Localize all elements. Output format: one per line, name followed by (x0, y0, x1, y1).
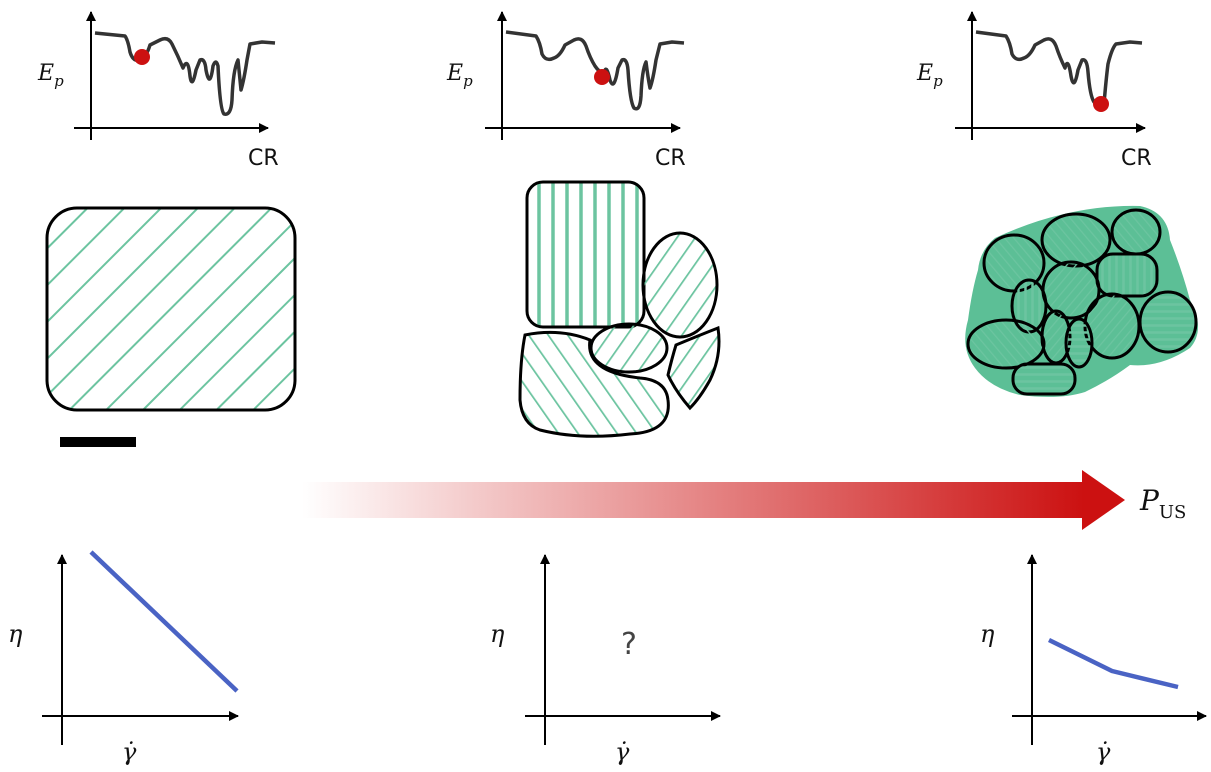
grain (1112, 210, 1160, 254)
energy-ylabel: Ep (37, 61, 64, 90)
viscosity-placeholder: ? (621, 627, 637, 662)
energy-xlabel: CR (655, 146, 686, 171)
viscosity-ylabel: η (8, 620, 23, 648)
viscosity-curve (1049, 640, 1178, 687)
energy-plot-3: Ep CR (916, 12, 1152, 171)
viscosity-curve (91, 552, 237, 691)
energy-ball (1093, 96, 1109, 112)
arrow-head (1082, 470, 1125, 530)
viscosity-ylabel: η (980, 620, 995, 648)
energy-landscape-curve (506, 32, 684, 109)
viscosity-xlabel: γ̇ (1096, 738, 1111, 766)
fragment-shard (668, 328, 719, 408)
fragmented-particle (520, 182, 719, 436)
energy-ball (134, 49, 150, 65)
fragment-ellipse (643, 233, 717, 337)
energy-plot-1: Ep CR (37, 12, 279, 171)
intact-particle (47, 208, 295, 410)
viscosity-xlabel: γ̇ (615, 738, 630, 766)
energy-xlabel: CR (248, 146, 279, 171)
energy-ylabel: Ep (446, 61, 473, 90)
viscosity-plot-1: η γ̇ (8, 552, 238, 766)
grain (1042, 214, 1110, 266)
grain (1140, 292, 1196, 352)
ultrasound-power-arrow: PUS (302, 470, 1186, 530)
grain (1097, 254, 1157, 296)
energy-xlabel: CR (1121, 146, 1152, 171)
viscosity-ylabel: η (490, 620, 505, 648)
energy-plot-2: Ep CR (446, 12, 686, 171)
disintegrated-particles (965, 206, 1198, 397)
grain (968, 320, 1044, 368)
viscosity-plot-2: ? η γ̇ (490, 555, 720, 766)
arrow-label: PUS (1139, 484, 1186, 523)
energy-landscape-curve (95, 33, 275, 114)
grain (1013, 364, 1075, 394)
viscosity-plot-3: η γ̇ (980, 555, 1206, 766)
energy-ball (594, 69, 610, 85)
fragment-block (527, 182, 644, 327)
energy-landscape-curve (976, 32, 1142, 107)
grain (1066, 319, 1092, 367)
scale-bar-icon (60, 437, 136, 447)
viscosity-xlabel: γ̇ (122, 738, 137, 766)
fragment-small-ellipse (591, 324, 667, 372)
energy-ylabel: Ep (916, 61, 943, 90)
arrow-shaft (302, 482, 1084, 518)
